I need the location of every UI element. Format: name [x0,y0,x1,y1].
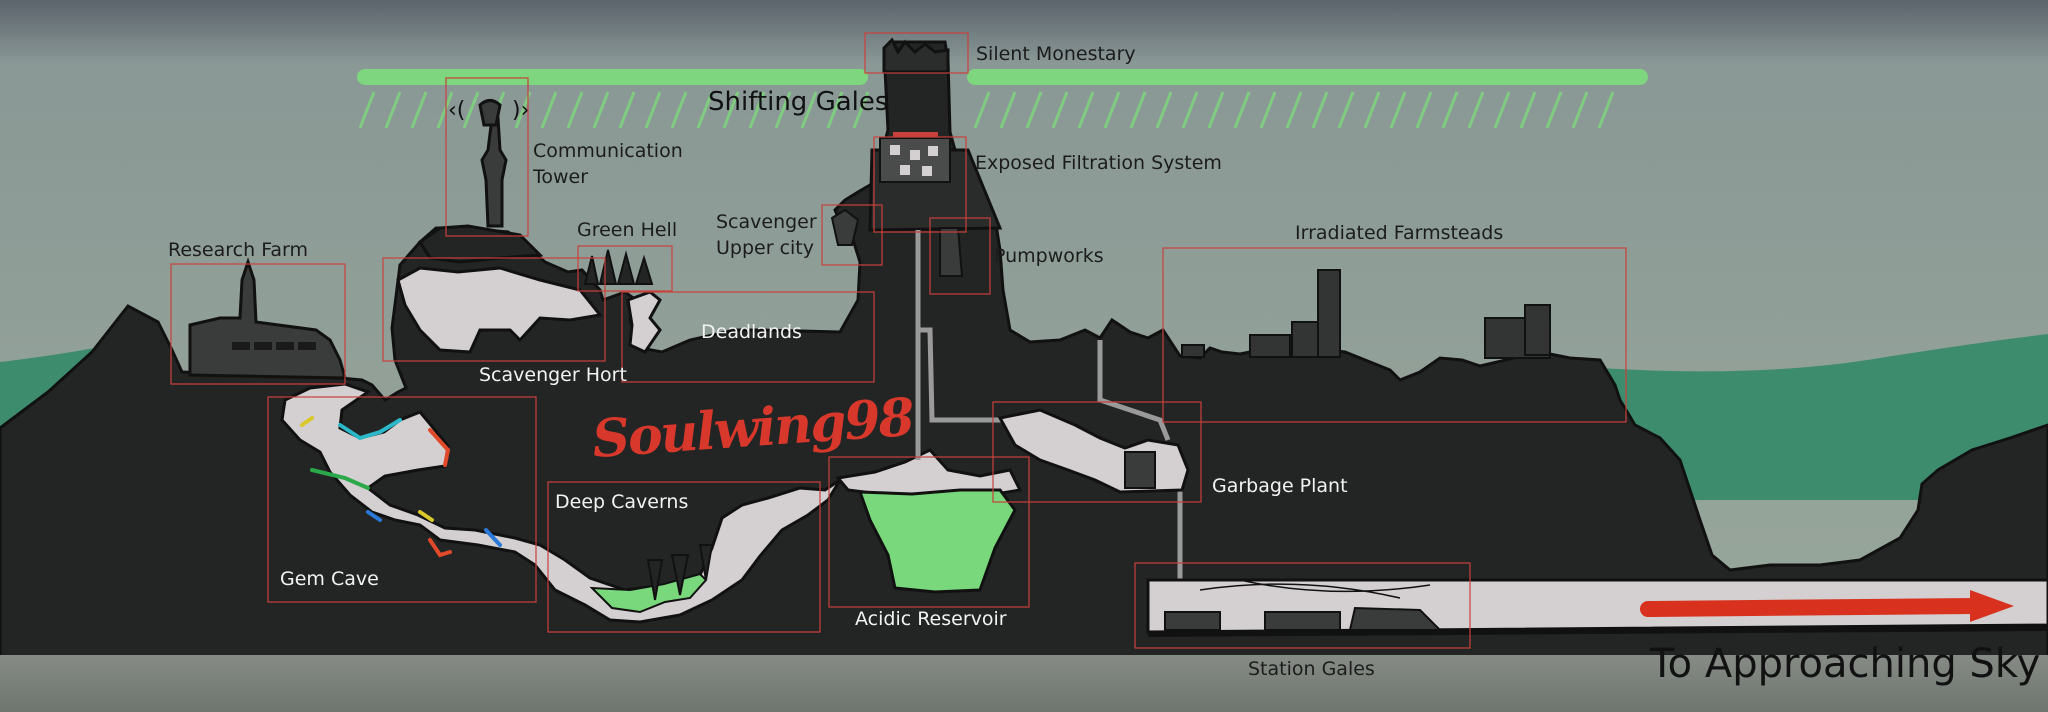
garbage-plant-building [1124,451,1156,489]
wind-streak [1051,91,1069,129]
label-pumpworks[interactable]: Pumpworks [994,245,1104,267]
wind-streak [1025,91,1043,129]
label-scavenger-hort[interactable]: Scavenger Hort [479,364,627,386]
wind-streak [852,91,870,129]
wind-streak [1415,91,1433,129]
floor [0,655,2048,712]
wind-streak [1207,91,1225,129]
label-gem-cave[interactable]: Gem Cave [280,568,379,590]
label-garbage-plant[interactable]: Garbage Plant [1212,475,1348,497]
label-scavenger-upper-city-line2: Upper city [716,237,814,259]
exit-arrow [1640,590,2014,622]
label-station-gales[interactable]: Station Gales [1248,658,1375,680]
label-scavenger-upper-city[interactable]: Scavenger Upper city [716,209,817,261]
green-hell-trees [583,249,654,285]
label-deep-caverns[interactable]: Deep Caverns [555,491,689,513]
train-cars [1164,606,1443,631]
wind-streak [1103,91,1121,129]
farmsteads-buildings [1181,269,1551,359]
communication-tower: ‹( )› [417,98,544,264]
monastery-band [893,132,938,138]
station-rail [1147,625,2048,637]
label-research-farm[interactable]: Research Farm [168,239,309,261]
label-deadlands[interactable]: Deadlands [701,321,802,343]
gem-deep-tunnel [280,382,842,624]
wind-streak [774,91,792,129]
wind-streak [540,91,558,129]
wind-streak [384,91,402,129]
label-scavenger-upper-city-line1: Scavenger [716,211,817,233]
wind-streak [410,91,428,129]
wind-streak [1545,91,1563,129]
label-irradiated-farmsteads[interactable]: Irradiated Farmsteads [1295,222,1504,244]
wind-streak [800,91,818,129]
deadlands-cave [626,290,662,354]
label-communication-tower[interactable]: Communication Tower [533,138,683,190]
label-acidic-reservoir[interactable]: Acidic Reservoir [855,608,1007,630]
wind-streak [1597,91,1615,129]
label-communication-tower-line1: Communication [533,140,683,162]
sea-right [1600,334,2048,500]
wind-streak [1259,91,1277,129]
wind-streak [1363,91,1381,129]
label-exit-approaching-sky[interactable]: To Approaching Sky [1650,641,2041,687]
wind-streak [826,91,844,129]
wind-streak [748,91,766,129]
wind-streak [1129,91,1147,129]
wind-streak [1311,91,1329,129]
wind-streak [722,91,740,129]
wind-streak [696,91,714,129]
acid-pool [857,488,1017,594]
gem-veins [300,416,502,558]
upper-city-structures [830,208,964,277]
wind-streak [1233,91,1251,129]
wind-streak [1155,91,1173,129]
label-communication-tower-line2: Tower [533,166,589,188]
monastery-top [882,37,950,74]
label-green-hell[interactable]: Green Hell [577,219,678,241]
wind-streak [644,91,662,129]
svg-text:)›: )› [512,98,529,123]
svg-text:‹(: ‹( [448,98,465,123]
stalactites [646,544,714,601]
wind-streak [1519,91,1537,129]
wind-streak [566,91,584,129]
wind-streak [1389,91,1407,129]
wind-streak [670,91,688,129]
label-exposed-filtration-system[interactable]: Exposed Filtration System [975,152,1222,174]
filtration-structure [868,137,1003,232]
wind-streak [462,91,480,129]
wind-streak [1571,91,1589,129]
wind-streak [592,91,610,129]
wind-streak [1493,91,1511,129]
wind-streak [999,91,1017,129]
label-silent-monestary[interactable]: Silent Monestary [976,43,1136,65]
wind-streak [973,91,991,129]
wind-streak [1441,91,1459,129]
wind-streak [358,91,376,129]
region-outlines [170,32,1627,649]
label-shifting-gales[interactable]: Shifting Gales [708,87,889,117]
wind-streak [1467,91,1485,129]
scavenger-hort-cave [396,266,603,354]
tunnel-pipes [1199,579,1431,599]
wind-streak [1285,91,1303,129]
wind-streak [436,91,454,129]
wind-streak [1077,91,1095,129]
wind-streak [618,91,636,129]
research-farm-building [188,257,347,380]
wind-streak [1181,91,1199,129]
wind-streak [1337,91,1355,129]
